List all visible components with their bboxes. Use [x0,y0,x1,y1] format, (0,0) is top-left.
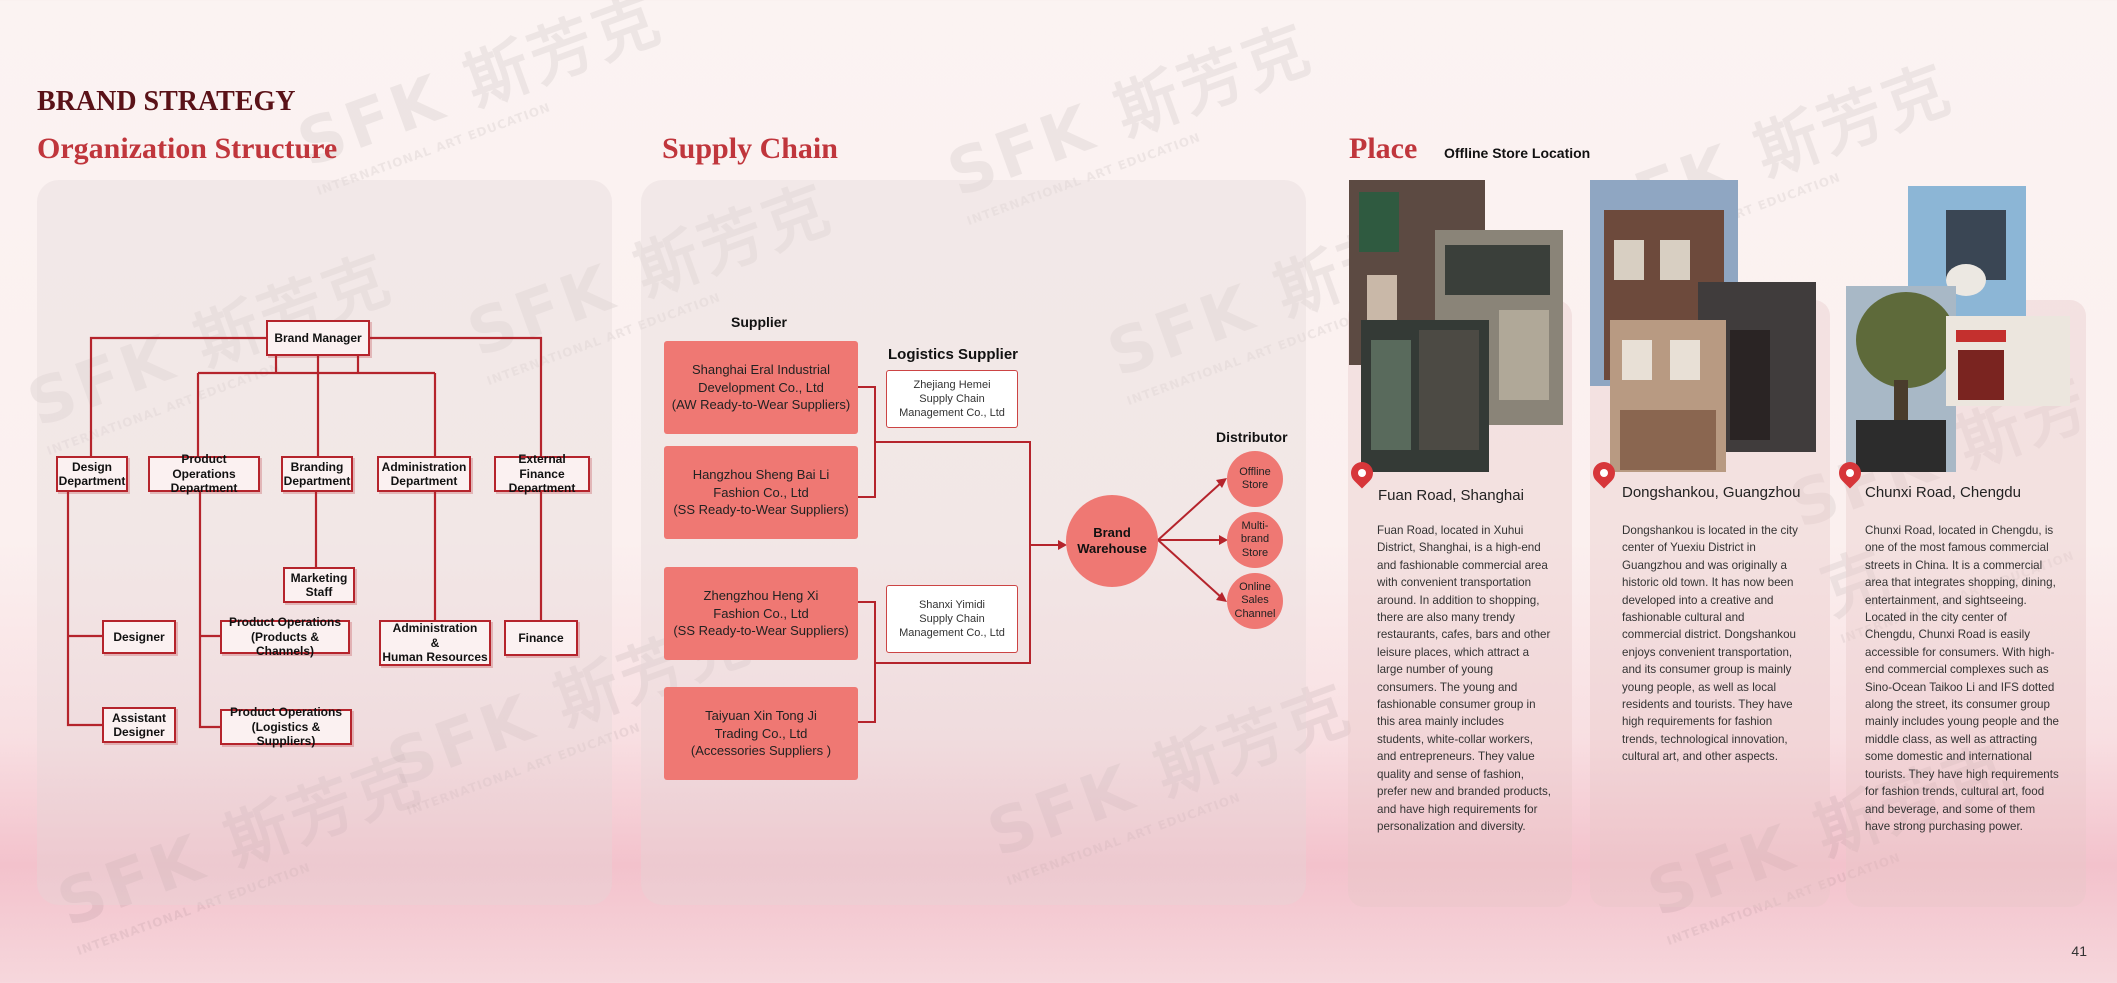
shanghai-store-photo-collage [1349,180,1563,472]
distributor-node: Multi- brand Store [1227,512,1283,568]
org-brand-manager: Brand Manager [266,320,370,356]
location-name: Chunxi Road, Chengdu [1865,484,2021,501]
org-design-department: Design Department [56,456,128,492]
org-section-title: Organization Structure [37,132,338,165]
org-assistant-designer: Assistant Designer [102,707,176,743]
distributor-label: Distributor [1216,429,1288,445]
location-description: Chunxi Road, located in Chengdu, is one … [1865,524,2060,833]
org-administration-hr: Administration & Human Resources [379,620,491,666]
place-subtitle: Offline Store Location [1444,145,1591,161]
place-section-title: Place [1349,132,1418,165]
page-title: BRAND STRATEGY [37,86,296,117]
distributor-node: Online Sales Channel [1227,573,1283,629]
supply-connectors [858,386,1228,723]
org-external-finance-department: External Finance Department [494,452,590,495]
logistics-box: Zhejiang Hemei Supply Chain Management C… [886,370,1018,428]
page-number: 41 [2071,943,2087,959]
supplier-box: Shanghai Eral Industrial Development Co.… [664,341,858,434]
distributor-node: Offline Store [1227,451,1283,507]
org-connectors [66,336,543,729]
org-finance: Finance [504,620,578,656]
chengdu-store-photo-collage [1846,186,2070,472]
location-description: Dongshankou is located in the city cente… [1622,524,1798,764]
supplier-label: Supplier [731,314,788,330]
supplier-box: Hangzhou Sheng Bai Li Fashion Co., Ltd (… [664,446,858,539]
supplier-box: Taiyuan Xin Tong Ji Trading Co., Ltd (Ac… [664,687,858,780]
org-marketing-staff: Marketing Staff [283,567,355,603]
supply-section-title: Supply Chain [662,132,838,165]
org-product-operations-department: Product Operations Department [148,452,260,495]
org-designer: Designer [102,620,176,654]
org-product-operations-logistics-suppliers: Product Operations (Logistics & Supplier… [220,705,352,748]
guangzhou-store-photo-collage [1590,180,1816,472]
org-panel [37,180,612,905]
org-administration-department: Administration Department [377,456,471,492]
logistics-supplier-label: Logistics Supplier [888,346,1019,363]
brand-warehouse-node: Brand Warehouse [1066,495,1158,587]
supplier-box: Zhengzhou Heng Xi Fashion Co., Ltd (SS R… [664,567,858,660]
org-product-operations-products-channels: Product Operations (Products & Channels) [220,615,350,658]
location-name: Dongshankou, Guangzhou [1622,484,1801,501]
location-description: Fuan Road, located in Xuhui District, Sh… [1377,524,1552,833]
location-name: Fuan Road, Shanghai [1378,487,1524,504]
org-branding-department: Branding Department [281,456,353,492]
logistics-box: Shanxi Yimidi Supply Chain Management Co… [886,585,1018,653]
supply-panel [641,180,1306,905]
